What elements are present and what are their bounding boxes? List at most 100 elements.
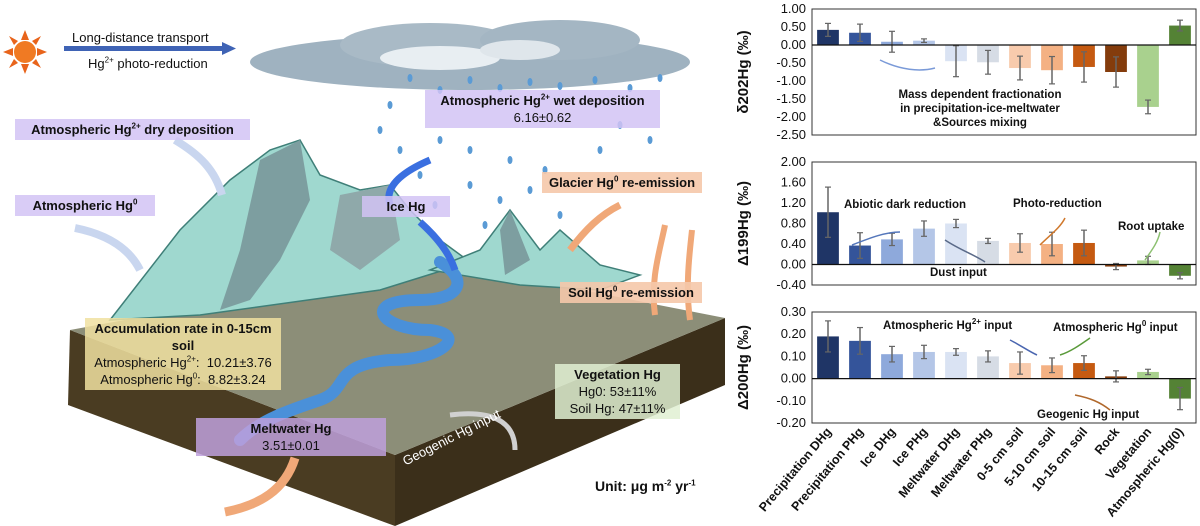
y-axis-label: δ202Hg (‰) — [735, 30, 752, 113]
wet-deposition-label: Atmospheric Hg2+ wet deposition 6.16±0.6… — [425, 90, 660, 128]
meltwater-label: Meltwater Hg 3.51±0.01 — [196, 418, 386, 456]
raindrop — [647, 136, 653, 144]
y-tick-label: 0.00 — [781, 257, 806, 272]
annotation-arrow-icon — [1039, 217, 1066, 246]
raindrop — [467, 181, 473, 189]
raindrop — [557, 211, 563, 219]
raindrop — [597, 146, 603, 154]
root-uptake-annotation: Root uptake — [1118, 221, 1185, 233]
geogenic-arrow-icon — [449, 411, 518, 451]
y-tick-label: -0.20 — [776, 415, 806, 430]
glacier-reemission-label: Glacier Hg0 re-emission — [542, 172, 702, 193]
chart1-annotation: Mass dependent fractionation in precipit… — [898, 89, 1062, 129]
transport-arrow-icon — [64, 42, 236, 55]
raindrop — [592, 76, 598, 84]
atmospheric-hg0-label: Atmospheric Hg0 — [15, 195, 155, 216]
geogenic-input-annotation: Geogenic Hg input — [1037, 409, 1140, 421]
cloud-icon — [250, 20, 690, 90]
raindrop — [507, 156, 513, 164]
raindrop — [387, 101, 393, 109]
bar — [945, 351, 967, 379]
annotation-arrow-icon — [851, 231, 901, 246]
bar — [1169, 264, 1191, 276]
raindrop — [397, 146, 403, 154]
bar — [977, 240, 999, 265]
y-tick-label: 0.10 — [781, 348, 806, 363]
raindrop — [407, 74, 413, 82]
bar — [1137, 371, 1159, 379]
isotope-charts: 1.00 0.50 0.00 -0.50 -1.00 -1.50 -2.00 -2.50 δ20… — [735, 1, 1197, 520]
y-tick-label: -1.50 — [776, 91, 806, 106]
bar — [1137, 45, 1159, 107]
dust-input-annotation: Dust input — [930, 267, 987, 279]
ice-hg-label: Ice Hg — [362, 196, 450, 217]
y-tick-label: 1.60 — [781, 175, 806, 190]
y-tick-label: 2.00 — [781, 154, 806, 169]
raindrop — [482, 221, 488, 229]
dry-deposition-arrow-icon — [172, 136, 226, 197]
annotation-arrow-icon — [879, 59, 936, 71]
raindrop — [527, 78, 533, 86]
y-tick-label: -0.50 — [776, 55, 806, 70]
bar — [817, 336, 839, 379]
y-tick-label: -2.00 — [776, 109, 806, 124]
accumulation-label: Accumulation rate in 0-15cm soil Atmosph… — [85, 318, 281, 390]
transport-label: Long-distance transport — [72, 30, 209, 45]
unit-label: Unit: μg m-2 yr-1 — [595, 478, 696, 494]
wet-deposition-value: 6.16±0.62 — [513, 110, 572, 125]
y-tick-label: 0.50 — [781, 19, 806, 34]
raindrop — [467, 146, 473, 154]
vegetation-soil-share: Soil Hg: 47±11% — [569, 401, 666, 416]
y-tick-label: 1.00 — [781, 1, 806, 16]
vegetation-label: Vegetation Hg Hg0: 53±11% Soil Hg: 47±11… — [555, 364, 680, 419]
bar — [817, 212, 839, 265]
hg0-arrow-icon — [74, 224, 144, 272]
y-tick-label: -0.10 — [776, 393, 806, 408]
annotation-arrow-icon — [1059, 337, 1091, 356]
plot-frame — [811, 8, 1197, 136]
raindrop — [377, 126, 383, 134]
y-tick-label: -2.50 — [776, 127, 806, 142]
meltwater-title: Meltwater Hg — [250, 421, 332, 436]
bar — [945, 223, 967, 265]
dry-deposition-label: Atmospheric Hg2+ dry deposition — [15, 119, 250, 140]
photo-reduction-label: Hg2+ photo-reduction — [88, 55, 208, 71]
bar — [977, 356, 999, 379]
y-tick-label: 0.00 — [781, 37, 806, 52]
meltwater-export-arrow-icon — [224, 456, 300, 517]
bar — [849, 340, 871, 379]
plot-frame — [811, 311, 1197, 424]
raindrop — [527, 186, 533, 194]
y-tick-label: 0.40 — [781, 236, 806, 251]
raindrop — [437, 136, 443, 144]
raindrop — [467, 76, 473, 84]
annotation-arrow-icon — [1074, 394, 1111, 411]
river-icon — [234, 256, 464, 446]
abiotic-reduction-annotation: Abiotic dark reduction — [844, 199, 967, 211]
raindrop — [557, 82, 563, 90]
category-label: Rock — [1092, 425, 1122, 457]
plot-frame — [811, 161, 1197, 286]
raindrop — [417, 171, 423, 179]
meltwater-value: 3.51±0.01 — [262, 438, 320, 453]
y-tick-label: 0.20 — [781, 326, 806, 341]
soil-emission-arrow-icon — [650, 224, 695, 321]
annotation-arrow-icon — [944, 239, 986, 263]
y-tick-label: -1.00 — [776, 73, 806, 88]
sun-icon — [3, 30, 47, 74]
y-axis-label: Δ200Hg (‰) — [735, 325, 752, 410]
glacier-emission-arrow-icon — [567, 201, 622, 253]
vegetation-title: Vegetation Hg — [574, 367, 661, 382]
bar — [881, 239, 903, 265]
y-tick-label: 0.30 — [781, 304, 806, 319]
bar — [817, 29, 839, 45]
y-tick-label: 0.00 — [781, 371, 806, 386]
ice-melt-arrow-icon — [417, 219, 459, 272]
annotation-arrow-icon — [1009, 339, 1038, 356]
accumulation-title: Accumulation rate in 0-15cm soil — [94, 321, 272, 353]
soil-reemission-label: Soil Hg0 re-emission — [560, 282, 702, 303]
hg2-input-annotation: Atmospheric Hg2+ input — [883, 317, 1013, 332]
annotation-arrow-icon — [1144, 231, 1161, 261]
raindrop — [657, 74, 663, 82]
